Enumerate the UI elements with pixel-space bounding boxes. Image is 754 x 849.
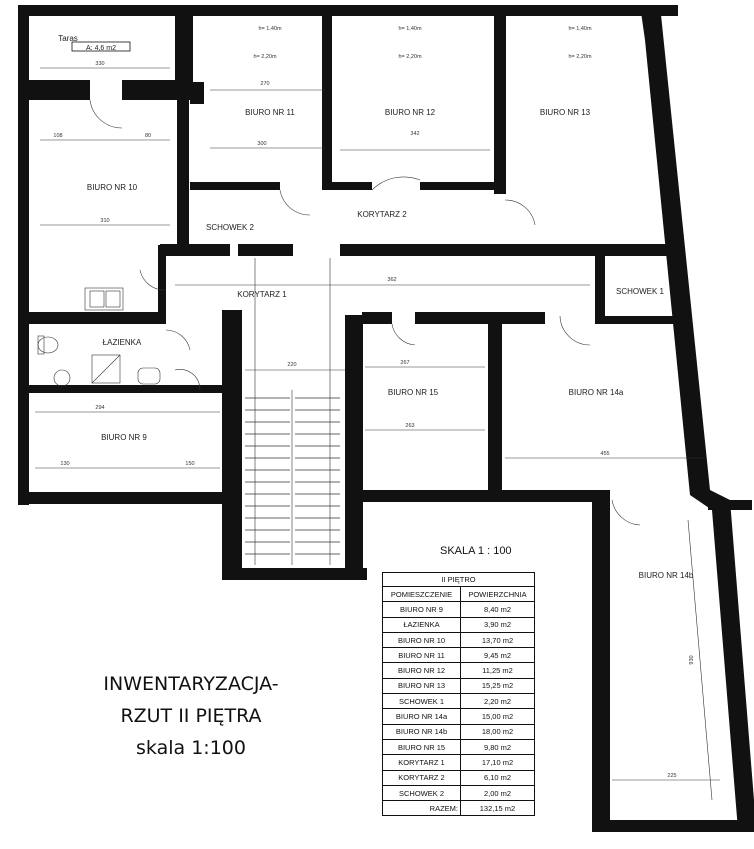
dimension-lines: [35, 67, 720, 801]
legend-area: 18,00 m2: [460, 723, 535, 740]
legend-area: 2,20 m2: [460, 693, 535, 710]
dim-225: 225: [667, 773, 676, 779]
drawing-title: INWENTARYZACJA- RZUT II PIĘTRA skala 1:1…: [76, 668, 306, 764]
dim-263: 263: [405, 423, 414, 429]
legend-total-row: RAZEM: 132,15 m2: [382, 800, 535, 817]
height-label-3: h= 1,40m: [568, 26, 592, 32]
legend-area: 15,25 m2: [460, 677, 535, 695]
room-label-schowek-2: SCHOWEK 2: [206, 223, 255, 232]
dim-270: 270: [260, 81, 269, 87]
room-label-biuro-11: BIURO NR 11: [245, 108, 295, 117]
legend-floor-title: II PIĘTRO: [382, 572, 535, 587]
title-line-3: skala 1:100: [136, 737, 246, 759]
legend-area: 2,00 m2: [460, 784, 535, 802]
taras-area-box: [71, 41, 131, 52]
legend-total-value: 132,15 m2: [460, 800, 535, 817]
legend-room: KORYTARZ 2: [382, 769, 461, 786]
dim-310: 310: [100, 218, 109, 224]
room-label-biuro-12: BIURO NR 12: [385, 108, 436, 117]
room-label-taras-area: A: 4,6 m2: [86, 45, 116, 52]
height-label-4: h= 2,20m: [253, 54, 277, 60]
legend-room: BIURO NR 14a: [382, 708, 461, 725]
legend-area: 13,70 m2: [460, 631, 535, 649]
legend-room: KORYTARZ 1: [382, 754, 461, 771]
legend-area: 3,90 m2: [460, 616, 535, 633]
legend-room: BIURO NR 11: [382, 647, 461, 664]
dim-362: 362: [387, 277, 396, 283]
dim-455: 455: [600, 451, 609, 457]
room-label-lazienka: ŁAZIENKA: [103, 338, 142, 347]
legend-area: 6,10 m2: [460, 769, 535, 786]
room-label-biuro-10: BIURO NR 10: [87, 183, 138, 192]
dim-267: 267: [400, 360, 409, 366]
room-label-biuro-14a: BIURO NR 14a: [569, 388, 624, 397]
height-label-6: h= 2,20m: [568, 54, 592, 60]
legend-col-area: POWIERZCHNIA: [460, 585, 535, 603]
bathroom-fixtures: [37, 287, 161, 387]
title-line-1: INWENTARYZACJA-: [103, 673, 279, 695]
dim-80: 80: [145, 133, 151, 139]
legend-area: 11,25 m2: [460, 662, 535, 679]
room-label-biuro-13: BIURO NR 13: [540, 108, 591, 117]
height-label-5: h= 2,20m: [398, 54, 422, 60]
interior-walls: [28, 14, 685, 495]
legend-area: 15,00 m2: [460, 708, 535, 725]
door-swings: [89, 99, 641, 526]
room-label-biuro-9: BIURO NR 9: [101, 433, 147, 442]
height-label-1: h= 1,40m: [258, 26, 282, 32]
legend-room: ŁAZIENKA: [382, 616, 461, 633]
dim-130: 130: [60, 461, 69, 467]
room-label-korytarz-1: KORYTARZ 1: [237, 290, 287, 299]
legend-area: 8,40 m2: [460, 601, 535, 618]
room-label-korytarz-2: KORYTARZ 2: [357, 210, 407, 219]
legend-room: SCHOWEK 1: [382, 693, 461, 710]
dim-300: 300: [257, 141, 266, 147]
legend-room: BIURO NR 15: [382, 738, 461, 756]
height-label-2: h= 1,40m: [398, 26, 422, 32]
legend-room: SCHOWEK 2: [382, 784, 461, 802]
dim-930: 930: [689, 655, 695, 664]
room-label-taras: Taras: [58, 34, 78, 43]
legend-area: 17,10 m2: [460, 754, 535, 771]
legend-room: BIURO NR 13: [382, 677, 461, 695]
legend-room: BIURO NR 10: [382, 631, 461, 649]
area-legend-table: II PIĘTRO POMIESZCZENIE POWIERZCHNIA BIU…: [382, 572, 535, 817]
dim-330: 330: [95, 61, 104, 67]
dim-220: 220: [287, 362, 296, 368]
room-label-biuro-14b: BIURO NR 14b: [639, 571, 694, 580]
exterior-walls: [18, 5, 754, 832]
room-label-schowek-1: SCHOWEK 1: [616, 287, 665, 296]
legend-room: BIURO NR 9: [382, 601, 461, 618]
scale-label: SKALA 1 : 100: [440, 545, 512, 557]
dim-342: 342: [410, 131, 419, 137]
dim-108: 108: [53, 133, 62, 139]
dim-294: 294: [95, 405, 104, 411]
legend-col-room: POMIESZCZENIE: [382, 585, 461, 603]
dim-150: 150: [185, 461, 194, 467]
legend-room: BIURO NR 12: [382, 662, 461, 679]
staircase: [245, 258, 340, 565]
room-label-biuro-15: BIURO NR 15: [388, 388, 439, 397]
legend-total-label: RAZEM:: [382, 800, 461, 817]
legend-area: 9,45 m2: [460, 647, 535, 664]
legend-area: 9,80 m2: [460, 738, 535, 756]
legend-room: BIURO NR 14b: [382, 723, 461, 740]
title-line-2: RZUT II PIĘTRA: [120, 705, 262, 727]
